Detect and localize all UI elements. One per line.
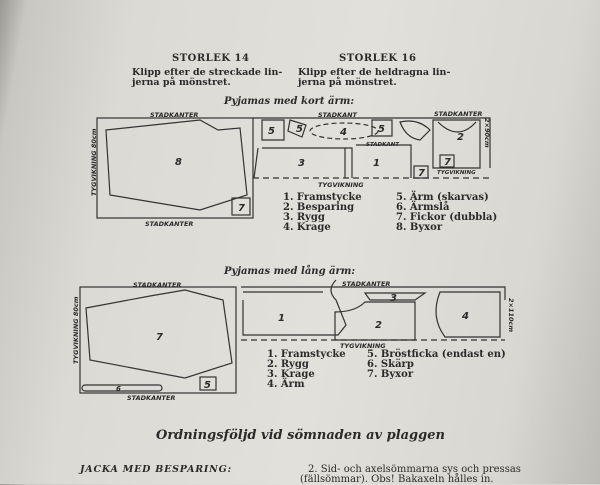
selvage-label: STADKANTER	[133, 281, 181, 289]
piece-number: 2	[375, 320, 382, 331]
piece-7	[231, 197, 251, 216]
layout-box-right	[253, 117, 491, 168]
fabric-width-label: 2×110cm	[507, 298, 515, 332]
layout-box-right	[241, 286, 506, 300]
selvage-label: STADKANT	[366, 142, 400, 148]
legend-item: 4. Krage	[283, 222, 331, 233]
piece-number: 1	[278, 313, 285, 324]
piece-number: 7	[418, 168, 425, 179]
piece-number: 3	[390, 293, 397, 304]
size14-line: jerna på mönstret.	[132, 77, 231, 88]
piece-number: 5	[296, 124, 303, 135]
layout-box-left	[96, 117, 254, 219]
short-legend-col2: 5. Ärm (skarvas) 6. Ärmslå 7. Fickor (du…	[396, 193, 497, 233]
legend-item: 7. Fickor (dubbla)	[396, 212, 498, 223]
legend-item: 1. Framstycke	[267, 349, 346, 360]
long-sleeve-layout: STADKANTER STADKANTER TYGVIKNING STADKAN…	[72, 279, 515, 402]
legend-item: 2. Rygg	[267, 359, 309, 370]
fold-label: TYGVIKNING	[318, 181, 364, 189]
piece-5b	[371, 119, 431, 141]
selvage-label: STADKANTER	[150, 111, 198, 119]
size14-title: STORLEK 14	[172, 53, 250, 64]
size14-text: Klipp efter de streckade lin-jerna på mö…	[132, 68, 282, 88]
piece-7c	[413, 165, 429, 179]
legend-item: 3. Rygg	[283, 212, 325, 223]
piece-4	[309, 122, 379, 140]
piece-5	[199, 376, 217, 391]
instruction-text: 2. Sid- och axelsömmarna sys och pressas…	[300, 464, 521, 485]
piece-1	[242, 279, 347, 336]
piece-number: 5	[268, 126, 275, 137]
piece-7	[85, 289, 233, 379]
selvage-label: STADKANTER	[127, 394, 175, 402]
piece-5	[261, 119, 307, 141]
instruction-line: 2. Sid- och axelsömmarna sys och pressas	[308, 464, 521, 475]
layout-box-left	[79, 286, 237, 394]
short-sleeve-layout: STADKANTER STADKANT STADKANTER STADKANT …	[90, 110, 491, 228]
long-legend-col1: 1. Framstycke 2. Rygg 3. Krage 4. Ärm	[267, 350, 346, 390]
piece-2	[334, 301, 416, 341]
selvage-label: STADKANTER	[145, 220, 193, 228]
section-subtitle: JACKA MED BESPARING:	[80, 464, 232, 475]
piece-number: 4	[339, 127, 347, 138]
legend-item: 2. Besparing	[283, 202, 355, 213]
size16-title: STORLEK 16	[339, 53, 417, 64]
piece-7b	[439, 154, 455, 168]
piece-3-1	[253, 144, 412, 179]
selvage-label: STADKANTER	[434, 110, 482, 118]
piece-number: 2	[457, 132, 464, 143]
piece-number: 7	[156, 332, 163, 343]
selvage-label: STADKANTER	[342, 280, 390, 288]
piece-4	[435, 291, 501, 338]
piece-number: 8	[175, 157, 182, 168]
piece-number: 3	[298, 158, 305, 169]
legend-item: 5. Ärm (skarvas)	[396, 192, 489, 203]
legend-item: 5. Bröstficka (endast en)	[367, 349, 506, 360]
piece-number: 5	[204, 380, 211, 391]
long-sleeve-caption: Pyjamas med lång ärm:	[224, 266, 356, 277]
piece-number: 7	[444, 157, 451, 168]
legend-item: 8. Byxor	[396, 222, 443, 233]
long-legend-col2: 5. Bröstficka (endast en) 6. Skärp 7. By…	[367, 350, 506, 380]
legend-item: 6. Skärp	[367, 359, 414, 370]
fabric-width-label: 2×90cm	[483, 118, 491, 148]
size14-line: Klipp efter de streckade lin-	[132, 67, 283, 78]
piece-number: 1	[373, 158, 380, 169]
section-title: Ordningsföljd vid sömnaden av plaggen	[156, 428, 445, 443]
piece-number: 4	[461, 311, 469, 322]
legend-item: 4. Ärm	[267, 379, 305, 390]
piece-2	[432, 119, 481, 169]
instruction-line: (fällsömmar). Obs! Bakaxeln hålles in.	[300, 474, 494, 485]
size16-text: Klipp efter de heldragna lin-jerna på mö…	[298, 68, 450, 88]
legend-item: 3. Krage	[267, 369, 315, 380]
short-legend-col1: 1. Framstycke 2. Besparing 3. Rygg 4. Kr…	[283, 193, 362, 233]
selvage-label: STADKANT	[318, 111, 358, 119]
short-sleeve-caption: Pyjamas med kort ärm:	[224, 96, 355, 107]
piece-3	[363, 292, 427, 301]
fold-label: TYGVIKNING	[437, 170, 476, 176]
size16-line: Klipp efter de heldragna lin-	[298, 67, 451, 78]
legend-item: 1. Framstycke	[283, 192, 362, 203]
piece-8	[105, 119, 248, 211]
piece-number: 5	[378, 124, 385, 135]
size16-line: jerna på mönstret.	[298, 77, 397, 88]
piece-number: 6	[116, 385, 121, 393]
fold-width-label: TYGVIKNING 80cm	[90, 128, 98, 196]
fold-label: TYGVIKNING	[340, 342, 386, 350]
piece-6	[81, 384, 163, 392]
piece-number: 7	[238, 203, 245, 214]
legend-item: 7. Byxor	[367, 369, 414, 380]
fold-width-label: TYGVIKNING 80cm	[72, 296, 80, 364]
legend-item: 6. Ärmslå	[396, 202, 450, 213]
